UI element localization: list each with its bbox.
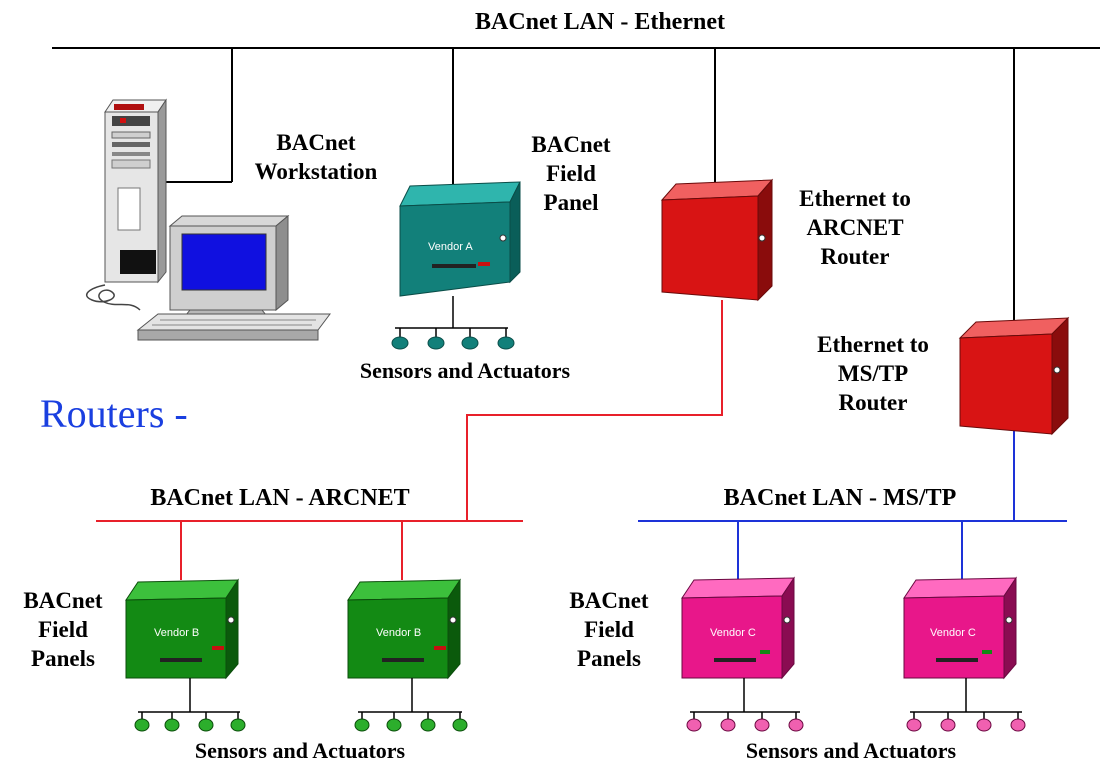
vendor-a-label: Vendor A	[428, 241, 473, 253]
sensor-icon	[391, 336, 409, 350]
sensor-icon	[461, 336, 479, 350]
sensor-icon	[230, 718, 246, 732]
ethernet-network-label: BACnet LAN - Ethernet	[475, 9, 725, 35]
vendor-b-label: Vendor B	[376, 627, 421, 639]
sensor-icon	[497, 336, 515, 350]
sensor-icon	[1010, 718, 1026, 732]
sensor-icon	[754, 718, 770, 732]
vendor-c-sensor-bus-1	[686, 678, 804, 732]
sensor-icon	[134, 718, 150, 732]
sensors-label-mstp: Sensors and Actuators	[745, 738, 957, 763]
sensor-icon	[198, 718, 214, 732]
sensors-label-arcnet: Sensors and Actuators	[194, 738, 406, 763]
vendor-c-panel-2-icon: Vendor C	[903, 576, 1017, 680]
router-mstp-label: Ethernet to MS/TP Router	[817, 332, 929, 415]
sensor-icon	[420, 718, 436, 732]
vendor-b-panel-2-icon: Vendor B	[347, 578, 461, 680]
vendor-b-label: Vendor B	[154, 627, 199, 639]
sensor-icon	[720, 718, 736, 732]
vendor-c-panel-1-icon: Vendor C	[681, 576, 795, 680]
sensor-icon	[940, 718, 956, 732]
router-arcnet-icon	[660, 178, 774, 302]
vendor-b-sensor-bus-1	[134, 678, 246, 732]
arcnet-uplink-line	[466, 300, 723, 521]
mstp-network-label: BACnet LAN - MS/TP	[723, 485, 957, 511]
vendor-a-panel-icon: Vendor A	[399, 181, 521, 297]
workstation-label: BACnet Workstation	[254, 130, 378, 184]
sensor-icon	[164, 718, 180, 732]
vendor-a-sensor-bus	[391, 296, 515, 350]
mstp-panels-label: BACnet Field Panels	[569, 588, 649, 671]
workstation-icon	[86, 98, 331, 341]
sensor-icon	[427, 336, 445, 350]
sensor-icon	[686, 718, 702, 732]
sensors-label-top: Sensors and Actuators	[359, 358, 571, 383]
router-arcnet-label: Ethernet to ARCNET Router	[799, 186, 911, 269]
arcnet-network-label: BACnet LAN - ARCNET	[150, 485, 410, 511]
vendor-c-sensor-bus-2	[906, 678, 1026, 732]
vendor-c-label: Vendor C	[930, 627, 976, 639]
sensor-icon	[386, 718, 402, 732]
sensor-icon	[354, 718, 370, 732]
routers-heading: Routers -	[40, 391, 188, 436]
field-panel-label: BACnet Field Panel	[531, 132, 611, 215]
sensor-icon	[788, 718, 804, 732]
vendor-c-label: Vendor C	[710, 627, 756, 639]
arcnet-panels-label: BACnet Field Panels	[23, 588, 103, 671]
vendor-b-panel-1-icon: Vendor B	[125, 578, 239, 680]
sensor-icon	[906, 718, 922, 732]
vendor-b-sensor-bus-2	[354, 678, 468, 732]
sensor-icon	[452, 718, 468, 732]
router-mstp-icon	[958, 316, 1070, 436]
sensor-icon	[976, 718, 992, 732]
